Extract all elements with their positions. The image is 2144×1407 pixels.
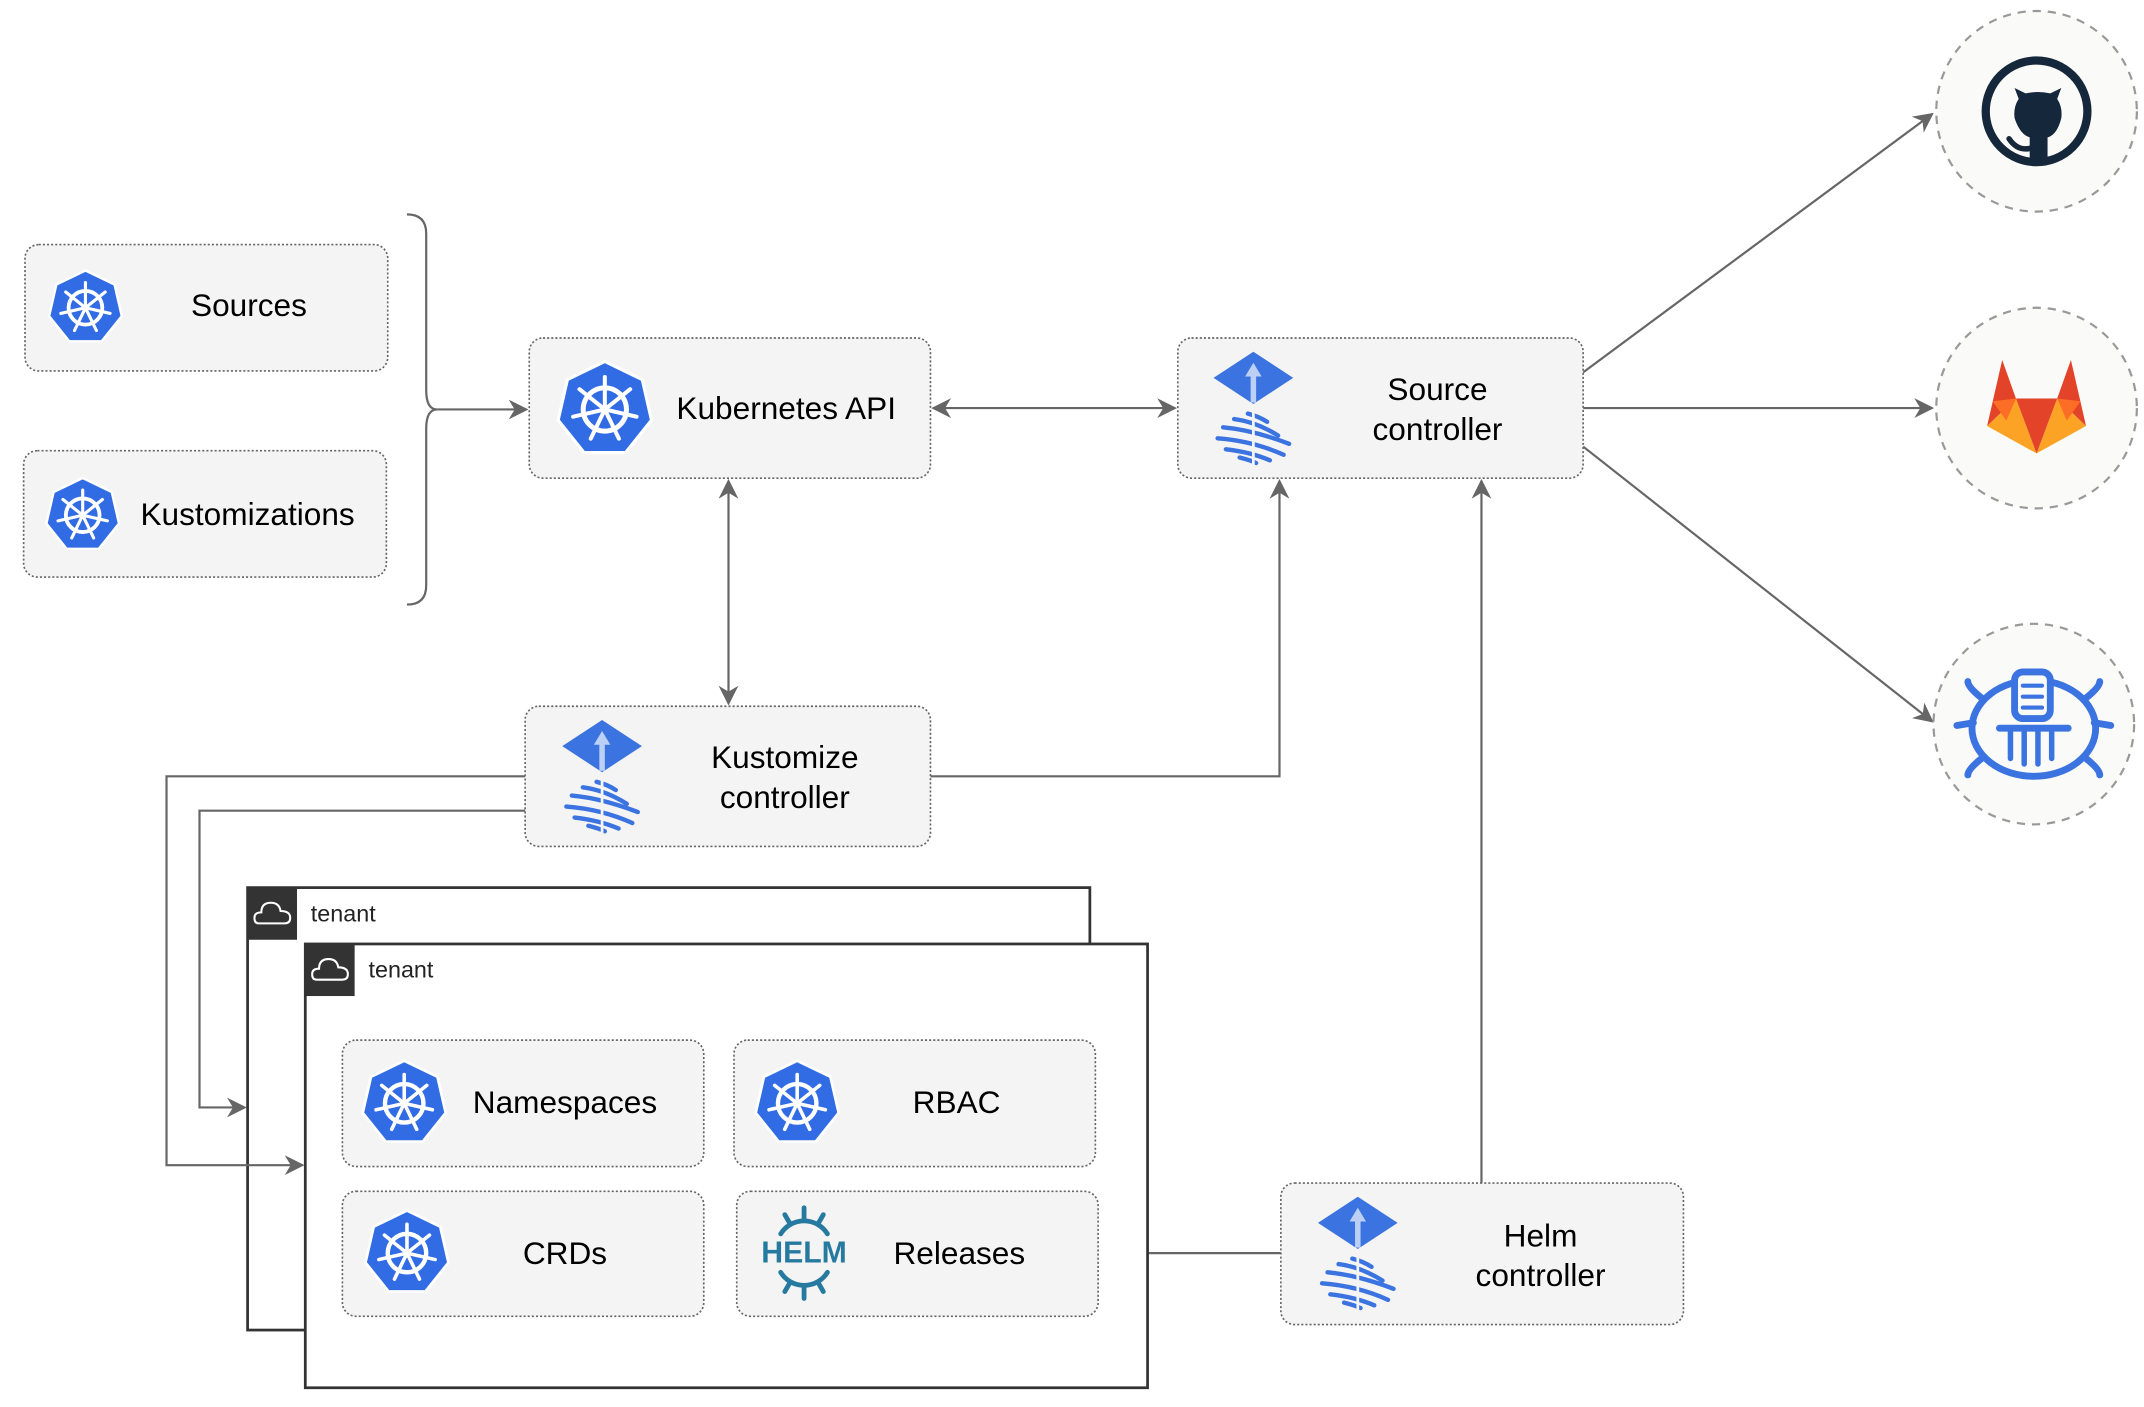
edge-source-to-bucket bbox=[1582, 445, 1934, 723]
node-label: CRDs bbox=[523, 1235, 607, 1271]
node-label-line1: Source bbox=[1387, 371, 1487, 407]
edge-kustomize-to-tenant-back bbox=[198, 809, 526, 1118]
github-icon bbox=[1981, 56, 2092, 167]
edge-kustomize-to-source-controller bbox=[930, 478, 1290, 778]
external-bucket[interactable] bbox=[1932, 622, 2136, 826]
node-namespaces[interactable]: Namespaces bbox=[341, 1039, 705, 1168]
cloud-icon bbox=[305, 943, 355, 997]
node-label: Kubernetes API bbox=[676, 390, 896, 426]
node-label-line1: Kustomize bbox=[711, 739, 858, 775]
node-source-controller[interactable]: Source controller bbox=[1176, 337, 1584, 479]
node-releases[interactable]: HELM Releases bbox=[735, 1190, 1099, 1318]
tenant-label: tenant bbox=[369, 957, 434, 983]
edge-source-to-github bbox=[1582, 112, 1934, 374]
cloud-icon bbox=[247, 887, 298, 940]
node-kustomizations[interactable]: Kustomizations bbox=[22, 449, 388, 578]
node-label: Kustomizations bbox=[140, 496, 354, 532]
node-label: RBAC bbox=[913, 1084, 1001, 1120]
node-label-line2: controller bbox=[1476, 1257, 1606, 1293]
node-kubernetes-api[interactable]: Kubernetes API bbox=[528, 337, 932, 479]
gitlab-icon bbox=[1987, 359, 2087, 454]
node-label-line1: Helm bbox=[1504, 1217, 1578, 1253]
node-rbac[interactable]: RBAC bbox=[733, 1039, 1097, 1168]
helm-logo-text: HELM bbox=[761, 1236, 847, 1269]
node-kustomize-controller[interactable]: Kustomize controller bbox=[524, 705, 932, 848]
node-label-line2: controller bbox=[720, 779, 850, 815]
external-github[interactable] bbox=[1935, 9, 2138, 213]
grouping-brace bbox=[406, 213, 438, 606]
node-crds[interactable]: CRDs bbox=[341, 1190, 705, 1318]
node-helm-controller[interactable]: Helm controller bbox=[1280, 1182, 1685, 1326]
node-label-line2: controller bbox=[1373, 411, 1503, 447]
helm-icon: HELM bbox=[761, 1205, 847, 1301]
node-sources[interactable]: Sources bbox=[24, 243, 389, 372]
external-gitlab[interactable] bbox=[1935, 306, 2138, 510]
tenant-label: tenant bbox=[311, 900, 376, 926]
node-label: Namespaces bbox=[473, 1084, 657, 1120]
edge-kustomize-to-tenant-front bbox=[165, 775, 526, 1176]
bucket-icon bbox=[1953, 668, 2115, 780]
node-label: Releases bbox=[893, 1235, 1025, 1271]
node-label: Sources bbox=[191, 287, 307, 323]
